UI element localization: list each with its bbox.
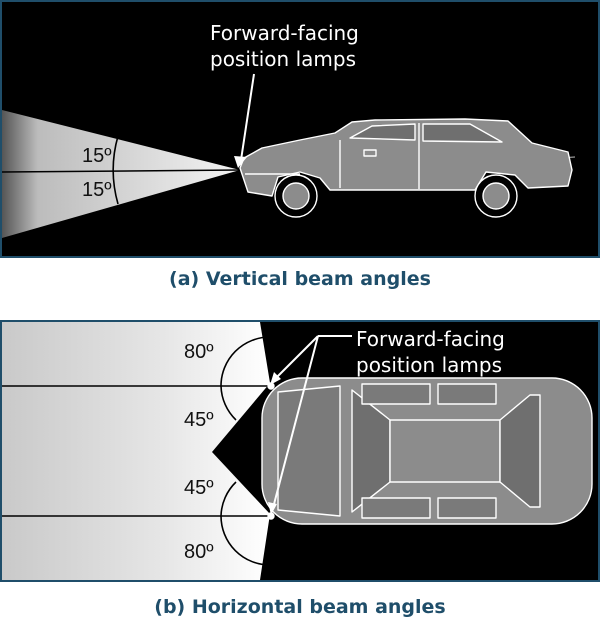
- right-rear-window: [437, 497, 497, 519]
- front-hubcap: [282, 182, 310, 210]
- roof: [389, 419, 501, 483]
- left-rear-window: [437, 383, 497, 405]
- upper-80-arc: [220, 336, 271, 387]
- angle-upper-label: 15º: [82, 145, 112, 167]
- upper-45-arc: [220, 385, 237, 421]
- angle-bottom-inner-label: 45º: [184, 477, 214, 499]
- callout-b-arrowhead-lower: [268, 502, 277, 515]
- rear-window: [499, 394, 541, 508]
- lower-45-arc: [220, 481, 237, 517]
- vertical-angle-arc: [112, 135, 119, 205]
- vertical-beam-axis: [1, 169, 241, 173]
- right-front-window: [361, 497, 431, 519]
- rear-hubcap: [482, 182, 510, 210]
- callout-b-pointer-upper: [273, 335, 319, 381]
- angle-top-inner-label: 45º: [184, 409, 214, 431]
- callout-b-pointer-lower: [272, 335, 319, 509]
- callout-b-line1: Forward-facing: [356, 327, 505, 351]
- hood: [277, 385, 341, 517]
- left-front-window: [361, 383, 431, 405]
- car-side-view: [239, 118, 573, 218]
- car-windows: [349, 123, 503, 143]
- callout-a-line2: position lamps: [210, 47, 356, 71]
- side-mirror: [363, 149, 377, 157]
- angle-bottom-outer-label: 80º: [184, 541, 214, 563]
- callout-a-arrowhead: [234, 156, 247, 168]
- caption-a: (a) Vertical beam angles: [169, 268, 431, 290]
- caption-b: (b) Horizontal beam angles: [154, 596, 445, 618]
- panel-a-vertical: 15º 15º Forward-facing position lamps: [0, 0, 600, 258]
- vertical-beam-wedge: [2, 110, 240, 238]
- lower-80-arc: [220, 515, 271, 566]
- panel-b-horizontal: 80º 45º 45º 80º Forward-facing position …: [0, 320, 600, 582]
- angle-lower-label: 15º: [82, 179, 112, 201]
- angle-top-outer-label: 80º: [184, 341, 214, 363]
- callout-a-line1: Forward-facing: [210, 21, 359, 45]
- callout-b-arrowhead-upper: [270, 372, 281, 385]
- car-top-view: [261, 377, 593, 525]
- callout-a-pointer: [240, 73, 255, 161]
- callout-b-line2: position lamps: [356, 353, 502, 377]
